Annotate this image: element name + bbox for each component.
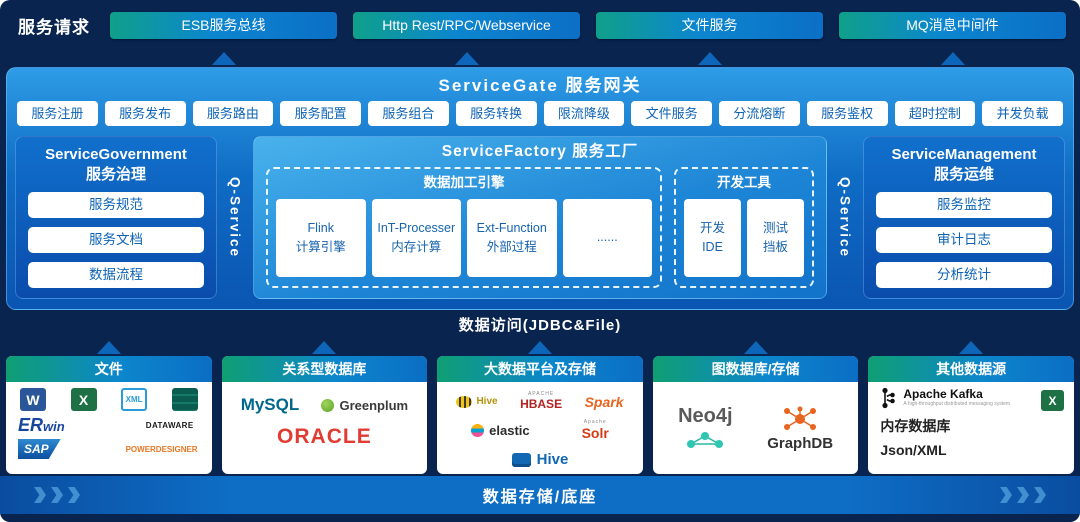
feature-chip: 分流熔断 bbox=[719, 101, 800, 126]
data-storage-base-bar: 数据存储/底座 bbox=[0, 476, 1080, 514]
devtool-item-mock: 测试 挡板 bbox=[747, 199, 804, 277]
hive-box-icon bbox=[511, 452, 531, 467]
engine-item-ext-function: Ext-Function 外部过程 bbox=[467, 199, 557, 277]
arrow-up-icon bbox=[527, 341, 552, 354]
kafka-icon bbox=[882, 387, 896, 409]
spark-logo: Spark bbox=[584, 393, 624, 410]
excel-icon: X bbox=[70, 388, 97, 411]
arrow-up-icon bbox=[697, 52, 722, 65]
feature-chip: 文件服务 bbox=[631, 101, 712, 126]
management-item: 分析统计 bbox=[876, 262, 1052, 288]
kafka-logo: Apache Kafka A high-throughput distribut… bbox=[880, 386, 1062, 410]
data-engine-group: 数据加工引擎 Flink 计算引擎 InT-Processer 内存计算 bbox=[266, 167, 662, 288]
elastic-icon bbox=[471, 424, 485, 437]
factory-title: ServiceFactory 服务工厂 bbox=[441, 143, 639, 160]
excel-icon: X bbox=[1040, 390, 1064, 411]
q-service-bar-left: Q-Service bbox=[227, 176, 243, 259]
footer-label: 数据存储/底座 bbox=[482, 489, 598, 506]
service-request-label: 服务请求 bbox=[18, 17, 90, 37]
arrow-up-icon bbox=[743, 341, 768, 354]
elastic-logo: elastic bbox=[471, 423, 530, 438]
q-service-bar-right: Q-Service bbox=[837, 176, 853, 259]
feature-chip: 超时控制 bbox=[894, 101, 976, 126]
datasource-other: 其他数据源 Apache Kafka A high-throughput dis… bbox=[868, 356, 1074, 474]
dev-tools-group: 开发工具 开发 IDE 测试 挡板 bbox=[674, 167, 814, 288]
service-request-bar: 服务请求 ESB服务总线 Http Rest/RPC/Webservice 文件… bbox=[0, 0, 1080, 50]
hive-bee-icon bbox=[456, 395, 473, 408]
feature-chip: 服务组合 bbox=[368, 101, 449, 126]
datasource-files: 文件 W X XML ERwin DATAWARE SAP POWERDESIG… bbox=[6, 356, 212, 474]
dataware-logo: DATAWARE bbox=[145, 421, 194, 430]
governance-title: ServiceGovernment 服务治理 bbox=[45, 146, 187, 183]
erwin-logo: ERwin bbox=[18, 415, 65, 435]
governance-item: 数据流程 bbox=[28, 262, 204, 288]
greenplum-logo: Greenplum bbox=[321, 398, 408, 413]
mid-arrows bbox=[0, 337, 1080, 354]
oracle-logo: ORACLE bbox=[277, 425, 372, 448]
management-item: 审计日志 bbox=[876, 227, 1052, 253]
feature-chip: 服务发布 bbox=[104, 101, 186, 126]
datasource-bigdata: 大数据平台及存储 Hive APACHE HBASE Spark bbox=[437, 356, 643, 474]
engine-item-int-processer: InT-Processer 内存计算 bbox=[371, 199, 461, 277]
feature-chip: 服务配置 bbox=[280, 101, 361, 126]
management-item: 服务监控 bbox=[876, 192, 1052, 218]
service-gate-panel: ServiceGate 服务网关 服务注册 服务发布 服务路由 服务配置 服务组… bbox=[6, 67, 1074, 310]
service-government-panel: ServiceGovernment 服务治理 服务规范 服务文档 数据流程 bbox=[15, 136, 217, 299]
devtool-item-ide: 开发 IDE bbox=[684, 199, 741, 277]
data-access-label: 数据访问(JDBC&File) bbox=[458, 317, 622, 334]
mysql-logo: MySQL bbox=[240, 395, 300, 414]
word-icon: W bbox=[20, 388, 46, 411]
xml-file-icon: XML bbox=[121, 388, 148, 411]
gateway-feature-row: 服务注册 服务发布 服务路由 服务配置 服务组合 服务转换 限流降级 文件服务 … bbox=[15, 98, 1065, 126]
neo4j-graph-icon bbox=[687, 431, 724, 448]
arrow-up-icon bbox=[96, 341, 121, 354]
feature-chip: 限流降级 bbox=[543, 101, 625, 126]
feature-chip: 服务注册 bbox=[17, 101, 98, 126]
neo4j-logo: Neo4j bbox=[678, 405, 733, 452]
governance-item: 服务规范 bbox=[28, 192, 204, 218]
notes-icon bbox=[171, 388, 198, 411]
json-xml-label: Json/XML bbox=[880, 442, 947, 458]
management-title: ServiceManagement 服务运维 bbox=[891, 146, 1037, 183]
solr-logo: Apache Solr bbox=[581, 419, 609, 441]
feature-chip: 并发负载 bbox=[982, 101, 1063, 126]
bus-http-rest: Http Rest/RPC/Webservice bbox=[353, 11, 580, 39]
bus-mq: MQ消息中间件 bbox=[839, 11, 1066, 39]
chevron-right-icons bbox=[34, 487, 80, 503]
top-arrows bbox=[0, 50, 1080, 65]
feature-chip: 服务转换 bbox=[455, 101, 537, 126]
feature-chip: 服务路由 bbox=[192, 101, 274, 126]
service-factory-panel: ServiceFactory 服务工厂 数据加工引擎 Flink 计算引擎 In… bbox=[253, 136, 827, 299]
greenplum-icon bbox=[321, 398, 335, 412]
arrow-up-icon bbox=[940, 52, 965, 65]
service-management-panel: ServiceManagement 服务运维 服务监控 审计日志 分析统计 bbox=[863, 136, 1065, 299]
powerdesigner-logo: POWERDESIGNER bbox=[125, 444, 198, 454]
graphdb-logo: GraphDB bbox=[767, 405, 833, 452]
datasource-relational: 关系型数据库 MySQL Greenplum ORACLE bbox=[221, 356, 428, 474]
sap-logo: SAP bbox=[18, 439, 61, 459]
gateway-title: ServiceGate 服务网关 bbox=[438, 76, 642, 95]
apache-hive-logo: Hive bbox=[456, 395, 498, 408]
bus-file-service: 文件服务 bbox=[596, 11, 823, 39]
bus-esb: ESB服务总线 bbox=[110, 11, 337, 39]
datasource-row: 文件 W X XML ERwin DATAWARE SAP POWERDESIG… bbox=[0, 356, 1080, 474]
chevron-right-icons bbox=[1000, 487, 1046, 503]
engine-item-more: ...... bbox=[562, 199, 652, 277]
hive-blue-logo: Hive bbox=[511, 451, 568, 468]
graphdb-cluster-icon bbox=[784, 406, 817, 430]
memory-db-label: 内存数据库 bbox=[880, 418, 951, 434]
feature-chip: 服务鉴权 bbox=[806, 101, 888, 126]
arrow-up-icon bbox=[454, 52, 479, 65]
arrow-up-icon bbox=[959, 341, 984, 354]
engine-item-flink: Flink 计算引擎 bbox=[276, 199, 366, 277]
hbase-logo: APACHE HBASE bbox=[520, 391, 563, 411]
datasource-graph: 图数据库/存储 Neo4j bbox=[652, 356, 859, 474]
arrow-up-icon bbox=[312, 341, 337, 354]
arrow-up-icon bbox=[211, 52, 236, 65]
governance-item: 服务文档 bbox=[28, 227, 204, 253]
